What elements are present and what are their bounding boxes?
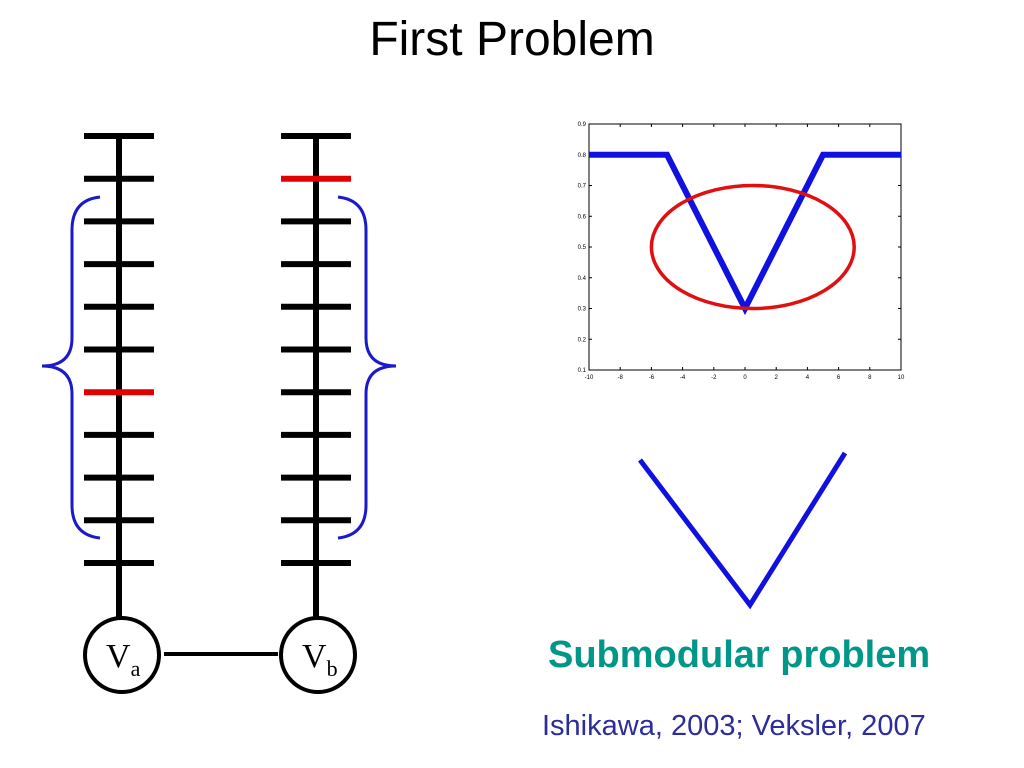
- page-title: First Problem: [369, 13, 655, 66]
- node-vb: Vb: [279, 616, 357, 694]
- citation: Ishikawa, 2003; Veksler, 2007: [542, 710, 926, 742]
- x-tick-label: -8: [618, 375, 624, 381]
- y-tick-label: 0.6: [578, 214, 587, 220]
- cost-function-plot: -10 -8 -6 -4 -2 0 2 4 6 8 10 0.1 0.2 0.3 0.4 0.5 0.6 0.7…: [578, 122, 905, 381]
- y-tick-label: 0.4: [578, 276, 587, 282]
- x-tick-label: -6: [649, 375, 655, 381]
- x-tick-label: 2: [775, 375, 779, 381]
- ladder-b: [281, 133, 351, 618]
- plot-y-ticks: 0.1 0.2 0.3 0.4 0.5 0.6 0.7 0.8 0.9: [578, 122, 901, 374]
- x-tick-label: 4: [806, 375, 810, 381]
- y-tick-label: 0.2: [578, 337, 587, 343]
- node-va: Va: [83, 616, 161, 694]
- ladder-a: [84, 133, 154, 618]
- plot-x-ticks: -10 -8 -6 -4 -2 0 2 4 6 8 10: [585, 124, 905, 381]
- x-tick-label: 8: [868, 375, 872, 381]
- caption-submodular: Submodular problem: [548, 634, 931, 676]
- x-tick-label: -2: [711, 375, 717, 381]
- x-tick-label: -10: [585, 375, 594, 381]
- y-tick-label: 0.5: [578, 245, 587, 251]
- left-brace: [41, 195, 101, 540]
- submodular-v-shape: [638, 451, 848, 610]
- right-brace: [337, 195, 397, 540]
- node-vb-label: Vb: [302, 638, 338, 681]
- y-tick-label: 0.8: [578, 153, 587, 159]
- node-va-label: Va: [106, 638, 141, 681]
- x-tick-label: -4: [680, 375, 686, 381]
- y-tick-label: 0.7: [578, 184, 587, 190]
- x-tick-label: 0: [743, 375, 747, 381]
- truncation-ellipse: [649, 183, 856, 311]
- y-tick-label: 0.9: [578, 122, 587, 128]
- y-tick-label: 0.3: [578, 307, 587, 313]
- x-tick-label: 10: [898, 375, 905, 381]
- y-tick-label: 0.1: [578, 368, 587, 374]
- x-tick-label: 6: [837, 375, 841, 381]
